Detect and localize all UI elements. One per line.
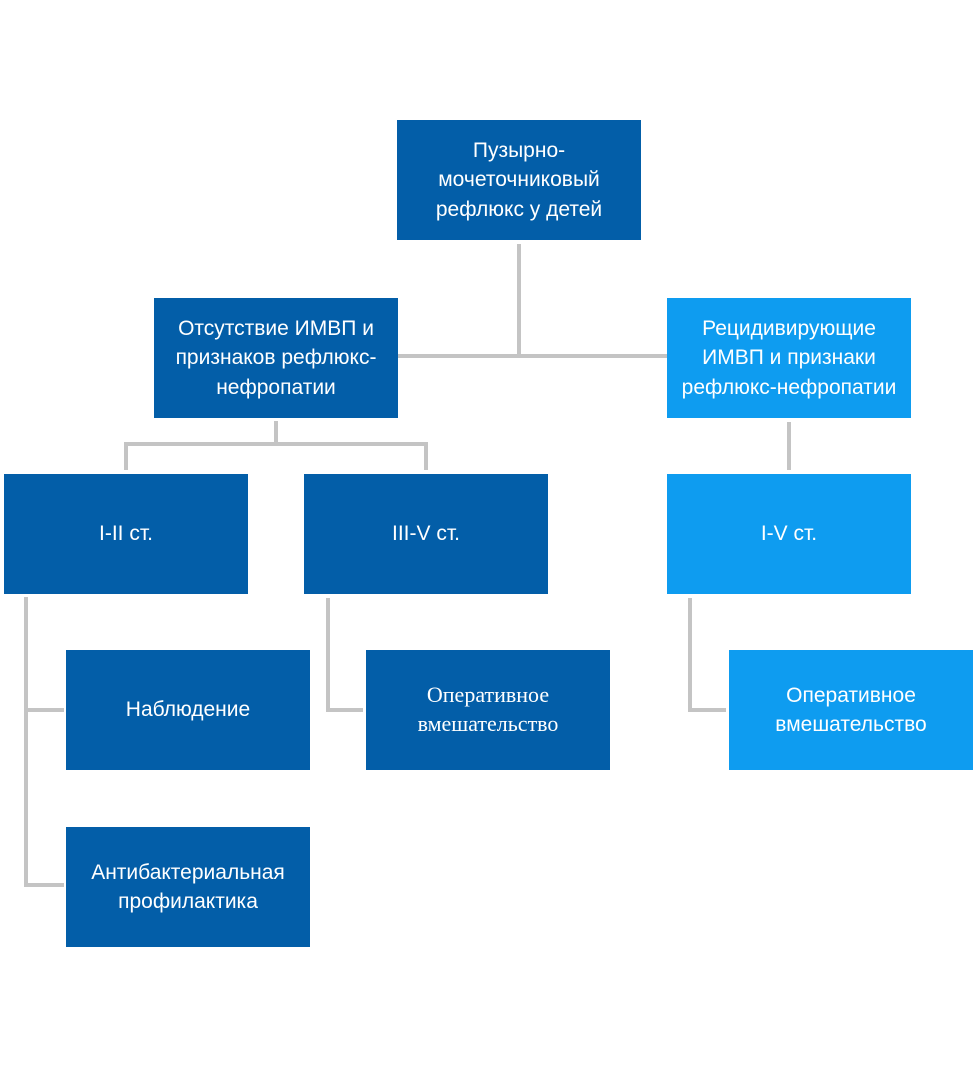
grade-1-5-box: I-V ст. (667, 474, 911, 594)
grade-1-2-label: I-II ст. (99, 522, 153, 546)
observation-box: Наблюдение (66, 650, 310, 770)
grade-3-5-label: III-V ст. (392, 522, 460, 546)
root-box: Пузырно-мочеточниковый рефлюкс у детей (397, 120, 641, 240)
root-label: Пузырно-мочеточниковый рефлюкс у детей (435, 138, 603, 221)
left-branch-box: Отсутствие ИМВП и признаков рефлюкс-нефр… (154, 298, 398, 418)
surgery-right-label: Оперативное вмешательство (775, 683, 927, 736)
right-branch-box: Рецидивирующие ИМВП и признаки рефлюкс-н… (667, 298, 911, 418)
grade-1-5-label: I-V ст. (760, 522, 818, 546)
antibacterial-box: Антибактериальная профилактика (66, 827, 310, 947)
surgery-right-box: Оперативное вмешательство (729, 650, 973, 770)
observation-label: Наблюдение (125, 698, 251, 722)
surgery-left-label: Оперативное вмешательство (417, 682, 559, 736)
grade-1-2-box: I-II ст. (4, 474, 248, 594)
grade-3-5-box: III-V ст. (304, 474, 548, 594)
right-branch-label: Рецидивирующие ИМВП и признаки рефлюкс-н… (681, 316, 897, 399)
surgery-left-box: Оперативное вмешательство (366, 650, 610, 770)
left-branch-label: Отсутствие ИМВП и признаков рефлюкс-нефр… (175, 316, 377, 399)
antibacterial-label: Антибактериальная профилактика (91, 860, 285, 913)
